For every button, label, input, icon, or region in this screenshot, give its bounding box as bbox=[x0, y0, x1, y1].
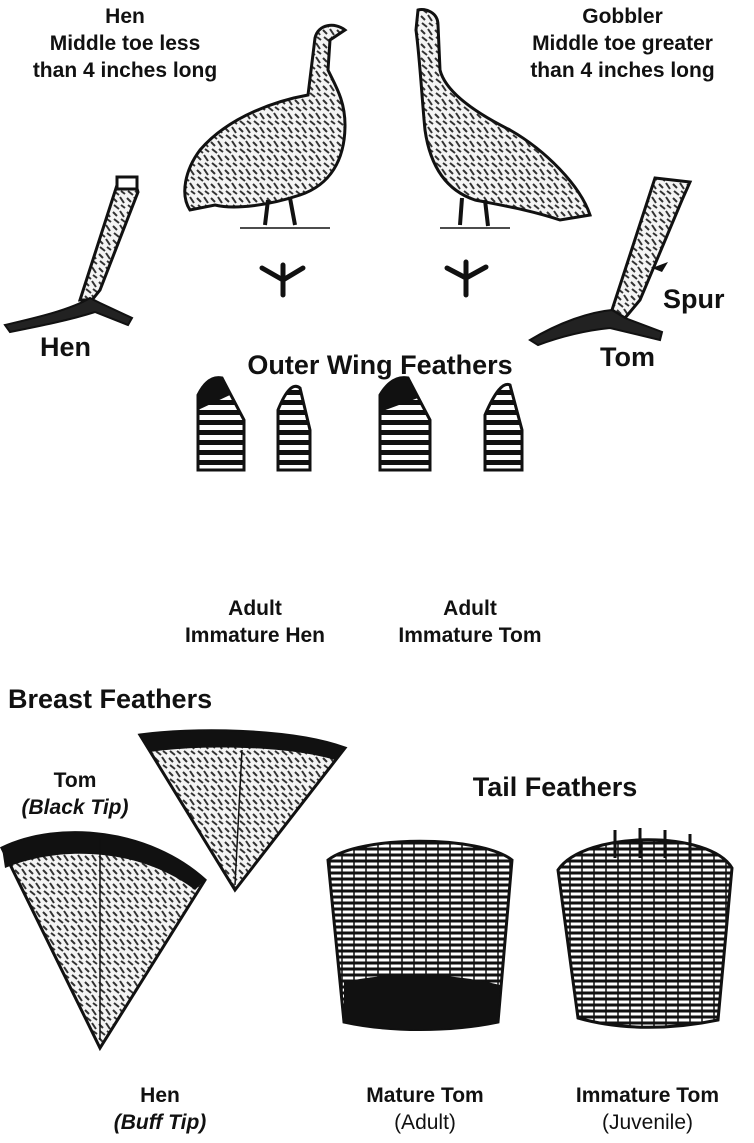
wing-hen-line2: Immature Hen bbox=[160, 623, 350, 650]
breast-hen-label: Hen (Buff Tip) bbox=[95, 1083, 225, 1137]
tail-feathers-title: Tail Feathers bbox=[420, 770, 690, 805]
wing-tom-line2: Immature Tom bbox=[375, 623, 565, 650]
wing-feather-hen-adult bbox=[198, 378, 244, 470]
wing-feather-tom-adult bbox=[380, 378, 430, 470]
breast-hen-name: Hen bbox=[95, 1083, 225, 1110]
tom-leg-label: Tom bbox=[600, 340, 655, 375]
tail-immature-label: Immature Tom (Juvenile) bbox=[545, 1083, 750, 1137]
hen-footprint-icon bbox=[262, 265, 303, 295]
hen-top-line3: than 4 inches long bbox=[5, 58, 245, 85]
breast-tom-label: Tom (Black Tip) bbox=[10, 768, 140, 822]
hen-leg-label: Hen bbox=[40, 330, 91, 365]
hen-top-label: Hen Middle toe less than 4 inches long bbox=[5, 4, 245, 85]
tail-immature-name: Immature Tom bbox=[545, 1083, 750, 1110]
breast-hen-tip: (Buff Tip) bbox=[95, 1110, 225, 1137]
hen-top-line2: Middle toe less bbox=[5, 31, 245, 58]
gobbler-top-line1: Gobbler bbox=[493, 4, 752, 31]
tail-mature-age: (Adult) bbox=[330, 1110, 520, 1137]
wing-feathers-title: Outer Wing Feathers bbox=[220, 348, 540, 383]
hen-top-line1: Hen bbox=[5, 4, 245, 31]
wing-tom-label: Adult Immature Tom bbox=[375, 596, 565, 650]
tail-feather-mature-tom bbox=[328, 841, 512, 1029]
wing-hen-label: Adult Immature Hen bbox=[160, 596, 350, 650]
tail-mature-label: Mature Tom (Adult) bbox=[330, 1083, 520, 1137]
wing-hen-line1: Adult bbox=[160, 596, 350, 623]
breast-feathers-title: Breast Feathers bbox=[8, 682, 212, 717]
gobbler-top-line3: than 4 inches long bbox=[493, 58, 752, 85]
spur-label: Spur bbox=[663, 282, 725, 317]
gobbler-footprint-icon bbox=[447, 262, 486, 295]
wing-feather-tom-immature bbox=[485, 384, 522, 470]
tail-immature-age: (Juvenile) bbox=[545, 1110, 750, 1137]
breast-tom-name: Tom bbox=[10, 768, 140, 795]
tail-mature-name: Mature Tom bbox=[330, 1083, 520, 1110]
breast-tom-tip: (Black Tip) bbox=[10, 795, 140, 822]
wing-tom-line1: Adult bbox=[375, 596, 565, 623]
tail-feather-immature-tom bbox=[558, 828, 732, 1027]
wing-feather-hen-immature bbox=[278, 386, 310, 470]
gobbler-top-line2: Middle toe greater bbox=[493, 31, 752, 58]
breast-feather-hen bbox=[2, 833, 205, 1048]
hen-leg-illustration bbox=[5, 177, 138, 332]
gobbler-top-label: Gobbler Middle toe greater than 4 inches… bbox=[493, 4, 752, 85]
